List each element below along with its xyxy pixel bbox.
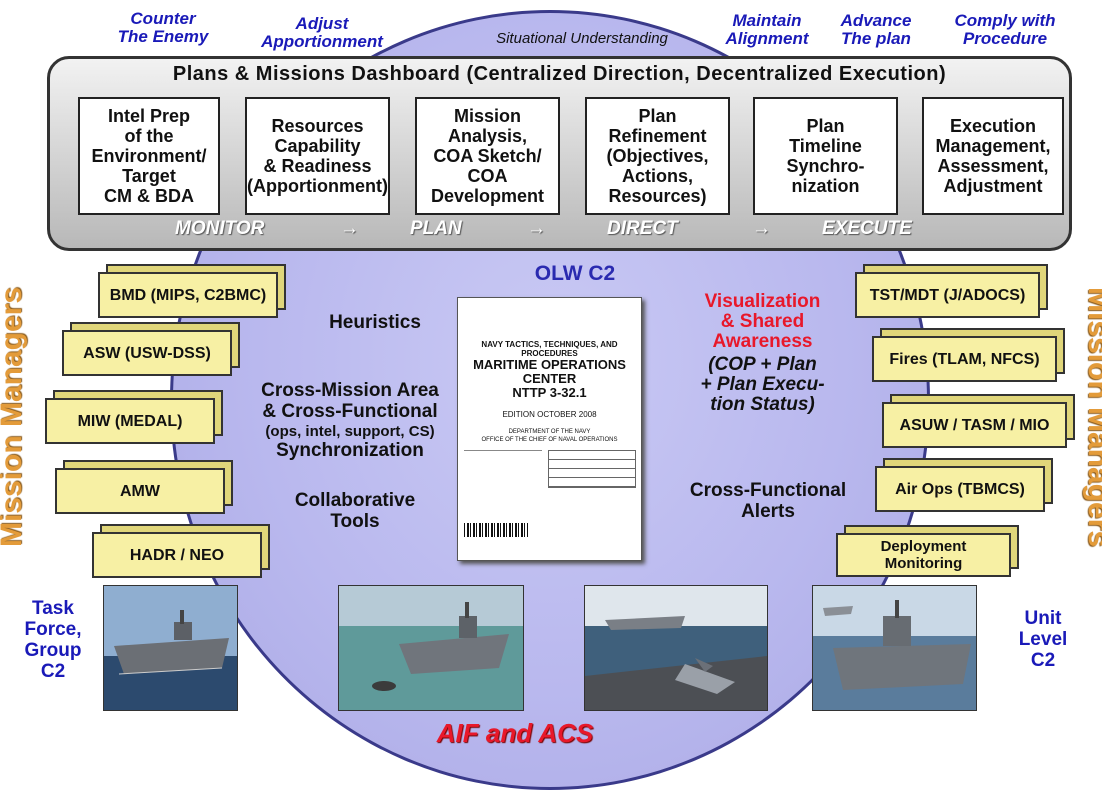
flow-arrow-2: → bbox=[527, 218, 546, 239]
visualization-sub-label: (COP + Plan + Plan Execu- tion Status) bbox=[700, 354, 825, 415]
label-advance-plan: Advance The plan bbox=[840, 11, 912, 48]
box-deployment-monitoring: Deployment Monitoring bbox=[836, 533, 1011, 577]
flow-monitor: MONITOR bbox=[175, 218, 265, 239]
box-asw: ASW (USW-DSS) bbox=[62, 330, 232, 376]
barcode-icon bbox=[464, 523, 528, 537]
card-execution-management: Execution Management, Assessment, Adjust… bbox=[922, 97, 1064, 215]
carrier-deck-fighter-icon bbox=[584, 585, 768, 711]
synchronization-label: Synchronization bbox=[276, 440, 424, 461]
olw-c2-label: OLW C2 bbox=[534, 262, 616, 285]
side-label-mission-managers-left: Mission Managers bbox=[0, 286, 29, 548]
doc-dept: DEPARTMENT OF THE NAVY OFFICE OF THE CHI… bbox=[481, 429, 618, 443]
label-situational-understanding: Situational Understanding bbox=[496, 30, 668, 47]
doc-distribution-block bbox=[464, 450, 542, 485]
box-air-ops: Air Ops (TBMCS) bbox=[875, 466, 1045, 512]
doc-header: NAVY TACTICS, TECHNIQUES, AND PROCEDURES bbox=[481, 340, 618, 358]
box-tst-mdt: TST/MDT (J/ADOCS) bbox=[855, 272, 1040, 318]
side-label-mission-managers-right: Mission Managers bbox=[1082, 286, 1102, 548]
label-counter-enemy: Counter The Enemy bbox=[117, 9, 209, 46]
label-maintain-alignment: Maintain Alignment bbox=[725, 11, 809, 48]
aif-acs-label: AIF and ACS bbox=[436, 718, 594, 748]
card-mission-analysis: Mission Analysis, COA Sketch/ COA Develo… bbox=[415, 97, 560, 215]
doc-title: MARITIME OPERATIONS CENTER NTTP 3-32.1 bbox=[473, 357, 626, 400]
flow-arrow-1: → bbox=[340, 218, 359, 239]
unit-level-c2-label: Unit Level C2 bbox=[1018, 608, 1068, 671]
flow-plan: PLAN bbox=[410, 218, 462, 239]
box-asuw: ASUW / TASM / MIO bbox=[882, 402, 1067, 448]
flow-direct: DIRECT bbox=[607, 218, 678, 239]
doc-edition: EDITION OCTOBER 2008 bbox=[502, 410, 597, 419]
heuristics-label: Heuristics bbox=[329, 312, 421, 333]
collaborative-tools-label: Collaborative Tools bbox=[294, 490, 416, 532]
cross-mission-sub-label: (ops, intel, support, CS) bbox=[265, 423, 435, 440]
box-fires: Fires (TLAM, NFCS) bbox=[872, 336, 1057, 382]
box-hadr-neo: HADR / NEO bbox=[92, 532, 262, 578]
cross-functional-alerts-label: Cross-Functional Alerts bbox=[689, 480, 847, 522]
label-comply-procedure: Comply with Procedure bbox=[954, 11, 1056, 48]
landing-craft-ship-icon bbox=[338, 585, 524, 711]
frigate-ship-icon bbox=[812, 585, 977, 711]
task-force-group-c2-label: Task Force, Group C2 bbox=[24, 598, 82, 682]
label-adjust-apportionment: Adjust Apportionment bbox=[261, 14, 383, 51]
doc-record-table bbox=[548, 450, 636, 488]
nttp-document: NAVY TACTICS, TECHNIQUES, AND PROCEDURES… bbox=[457, 297, 642, 561]
card-intel-prep: Intel Prep of the Environment/ Target CM… bbox=[78, 97, 220, 215]
flow-execute: EXECUTE bbox=[822, 218, 912, 239]
amphibious-assault-ship-icon bbox=[103, 585, 238, 711]
visualization-label: Visualization & Shared Awareness bbox=[704, 291, 821, 352]
box-bmd: BMD (MIPS, C2BMC) bbox=[98, 272, 278, 318]
box-amw: AMW bbox=[55, 468, 225, 514]
card-plan-timeline: Plan Timeline Synchro- nization bbox=[753, 97, 898, 215]
box-miw: MIW (MEDAL) bbox=[45, 398, 215, 444]
cross-mission-label: Cross-Mission Area & Cross-Functional bbox=[261, 380, 439, 422]
flow-arrow-3: → bbox=[752, 218, 771, 239]
card-plan-refinement: Plan Refinement (Objectives, Actions, Re… bbox=[585, 97, 730, 215]
card-resources-capability: Resources Capability & Readiness (Apport… bbox=[245, 97, 390, 215]
dashboard-title: Plans & Missions Dashboard (Centralized … bbox=[172, 63, 947, 85]
